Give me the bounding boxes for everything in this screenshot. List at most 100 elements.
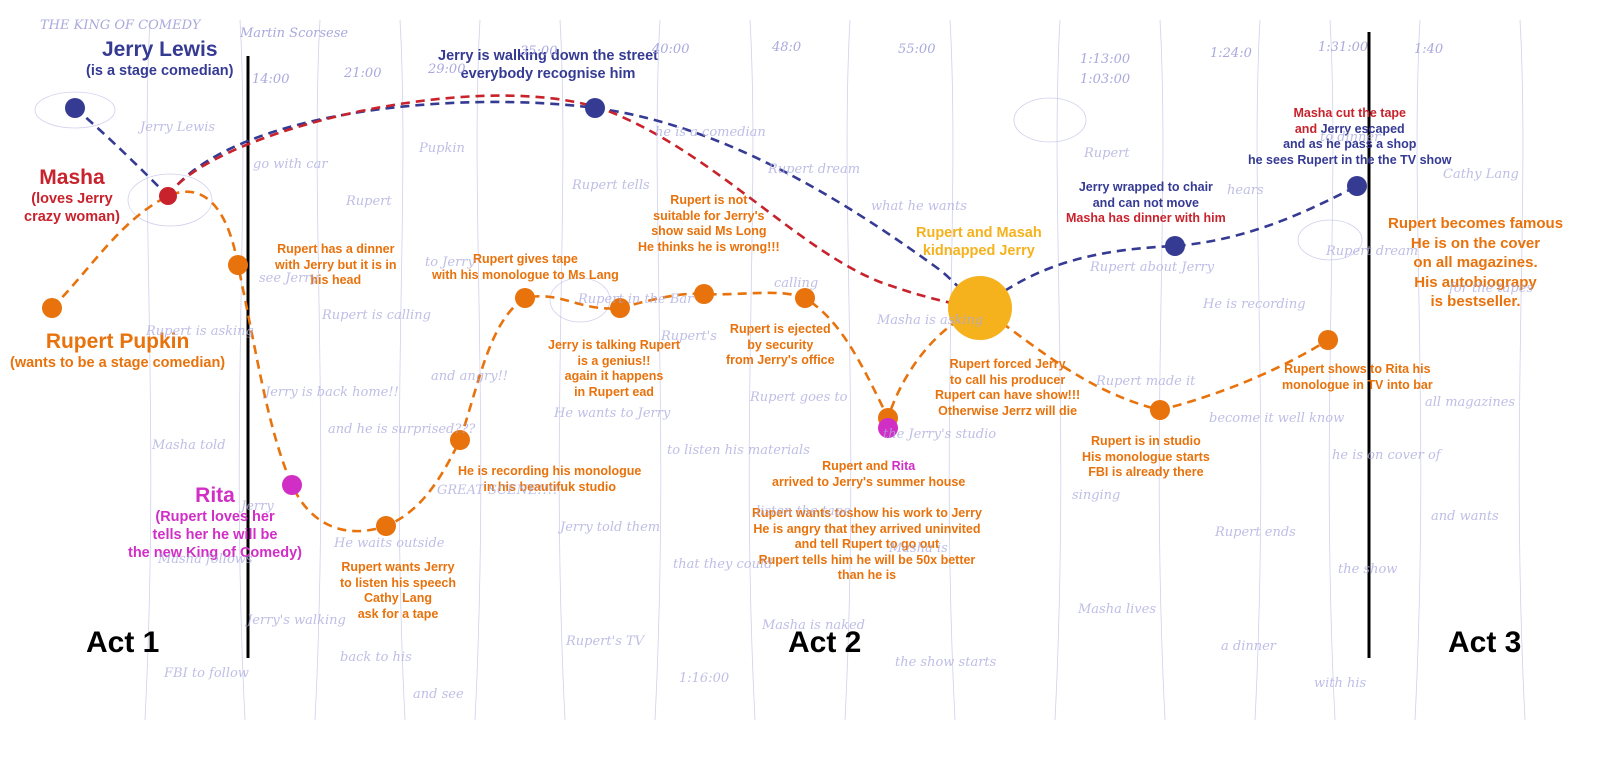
event-show-work: Rupert wants toshow his work to Jerry He… bbox=[752, 506, 982, 584]
sketch-column-line bbox=[558, 19, 566, 721]
act-3-label: Act 3 bbox=[1448, 626, 1522, 659]
sketch-column-line bbox=[1518, 19, 1526, 721]
sketch-note: FBI to follow bbox=[164, 666, 249, 681]
sketch-note: go with car bbox=[253, 157, 328, 172]
sketch-note: Jerry bbox=[241, 499, 274, 514]
sketch-note: Rupert made it bbox=[1096, 374, 1196, 389]
sketch-loop bbox=[127, 173, 213, 227]
sketch-note: all magazines bbox=[1425, 395, 1516, 410]
sketch-timestamp: 1:31:00 bbox=[1318, 40, 1369, 55]
event-line: Masha cut the tape bbox=[1293, 106, 1407, 120]
event-line: Rupert is ejected bbox=[729, 322, 831, 336]
event-line: from Jerry's office bbox=[726, 353, 835, 367]
rupert-name: Rupert Pupkin bbox=[45, 330, 190, 353]
sketch-note: to dinner bbox=[1320, 130, 1381, 145]
event-line: to call his producer bbox=[949, 372, 1066, 387]
event-line: everybody recognise him bbox=[460, 66, 636, 82]
sketch-title: THE KING OF COMEDY bbox=[40, 18, 201, 33]
rupert-start-node bbox=[42, 298, 62, 318]
event-line: on all magazines. bbox=[1413, 254, 1538, 271]
sketch-note: Jerry Lewis bbox=[140, 120, 216, 135]
sketch-note: GREAT SCENE!!!! bbox=[437, 483, 559, 498]
sketch-column-line bbox=[748, 19, 756, 721]
sketch-loop bbox=[1297, 219, 1363, 261]
sketch-note: Rupert bbox=[346, 194, 392, 209]
sketch-timestamp: 1:03:00 bbox=[1080, 72, 1131, 87]
event-line: and Jerry escaped bbox=[1248, 122, 1452, 138]
sketch-timestamp: 14:00 bbox=[252, 72, 290, 87]
event-not-suitable: Rupert is not suitable for Jerry's show … bbox=[638, 193, 780, 255]
event-line: His autobiograpy bbox=[1414, 273, 1537, 291]
sketch-column-line bbox=[314, 19, 322, 721]
event-line: Rupert is in studio bbox=[1091, 434, 1201, 448]
sketch-note: back to his bbox=[340, 650, 412, 665]
event-line: Masha has dinner with him bbox=[1066, 211, 1226, 225]
event-line: Rupert gives tape bbox=[472, 252, 578, 266]
event-recording: He is recording his monologue in his bea… bbox=[458, 464, 641, 495]
rita-mention: Rita bbox=[891, 459, 916, 473]
event-line: with his monologue to Ms Lang bbox=[432, 267, 619, 282]
sketch-note: and see bbox=[413, 687, 464, 702]
sketch-note: Rupert in the Bar bbox=[578, 292, 694, 307]
event-line: Cathy Lang bbox=[363, 591, 433, 605]
sketch-column-line bbox=[948, 19, 956, 721]
rupert-recording-node bbox=[450, 430, 470, 450]
sketch-timestamp: 29:00 bbox=[428, 62, 466, 77]
sketch-column-line bbox=[1158, 19, 1166, 721]
event-line: is bestseller. bbox=[1430, 293, 1521, 310]
event-line: by security bbox=[747, 337, 814, 352]
event-jerry-walking: Jerry is walking down the street everybo… bbox=[438, 47, 658, 83]
sketch-note: Rupert bbox=[1084, 146, 1130, 161]
event-line: and as he pass a shop bbox=[1283, 137, 1417, 151]
rupert-ejected-node bbox=[795, 288, 815, 308]
sketch-note: see Jerry bbox=[259, 271, 318, 286]
event-line: Rupert and Rita bbox=[772, 459, 965, 475]
sketch-column-line bbox=[398, 19, 406, 721]
event-line: Jerry is walking down the street bbox=[438, 48, 658, 64]
event-line: Rupert wants Jerry bbox=[341, 560, 455, 574]
event-line: and tell Rupert to go out bbox=[794, 537, 940, 551]
jerry-start-node bbox=[65, 98, 85, 118]
sketch-note: Jerry's walking bbox=[247, 613, 346, 628]
act-dividers bbox=[246, 32, 1371, 658]
event-line: and can not move bbox=[1092, 195, 1200, 210]
sketch-background bbox=[34, 19, 1526, 721]
event-line: his head bbox=[310, 273, 362, 287]
masha-node bbox=[159, 187, 177, 205]
sketch-column-line bbox=[654, 19, 662, 721]
event-line: arrived to Jerry's summer house bbox=[772, 474, 966, 489]
sketch-note: he is on cover of bbox=[1332, 448, 1441, 463]
sketch-note: Masha is naked bbox=[762, 618, 865, 633]
event-line: Rupert has a dinner bbox=[277, 242, 395, 256]
sketch-note: to Jerry bbox=[425, 255, 475, 270]
sketch-note: He is recording bbox=[1203, 297, 1306, 312]
rupert-studio-node bbox=[1150, 400, 1170, 420]
event-wrapped: Jerry wrapped to chair and can not move … bbox=[1066, 180, 1226, 227]
story-nodes bbox=[42, 98, 1367, 536]
event-line: than he is bbox=[837, 568, 897, 582]
rita-summer-house-node bbox=[878, 418, 898, 438]
sketch-note: singing bbox=[1072, 488, 1121, 503]
sketch-note: Jerry told them bbox=[560, 520, 661, 535]
event-line: Rupert wants toshow his work to Jerry bbox=[752, 506, 982, 520]
sketch-column-line bbox=[474, 19, 482, 721]
masha-name: Masha bbox=[39, 166, 105, 189]
rupert-gives-tape-node bbox=[515, 288, 535, 308]
sketch-note: Rupert tells bbox=[572, 178, 650, 193]
sketch-note: Rupert is calling bbox=[322, 308, 431, 323]
sketch-column-line bbox=[1254, 19, 1262, 721]
sketch-timestamp: 55:00 bbox=[898, 42, 936, 57]
rupert-desc: (wants to be a stage comedian) bbox=[10, 355, 226, 371]
rupert-listen-node bbox=[376, 516, 396, 536]
masha-character-label: Masha (loves Jerry crazy woman) bbox=[24, 166, 120, 226]
event-shows-rita: Rupert shows to Rita his monologue in TV… bbox=[1282, 362, 1433, 393]
sketch-note: calling bbox=[774, 276, 819, 291]
sketch-note: Rupert ends bbox=[1215, 525, 1296, 540]
event-summer-house: Rupert and Rita arrived to Jerry's summe… bbox=[772, 459, 965, 490]
event-part: Rupert and bbox=[822, 459, 892, 473]
masha-storyline-path bbox=[166, 94, 981, 310]
event-forced: Rupert forced Jerry to call his producer… bbox=[935, 357, 1080, 419]
event-studio: Rupert is in studio His monologue starts… bbox=[1082, 434, 1210, 481]
